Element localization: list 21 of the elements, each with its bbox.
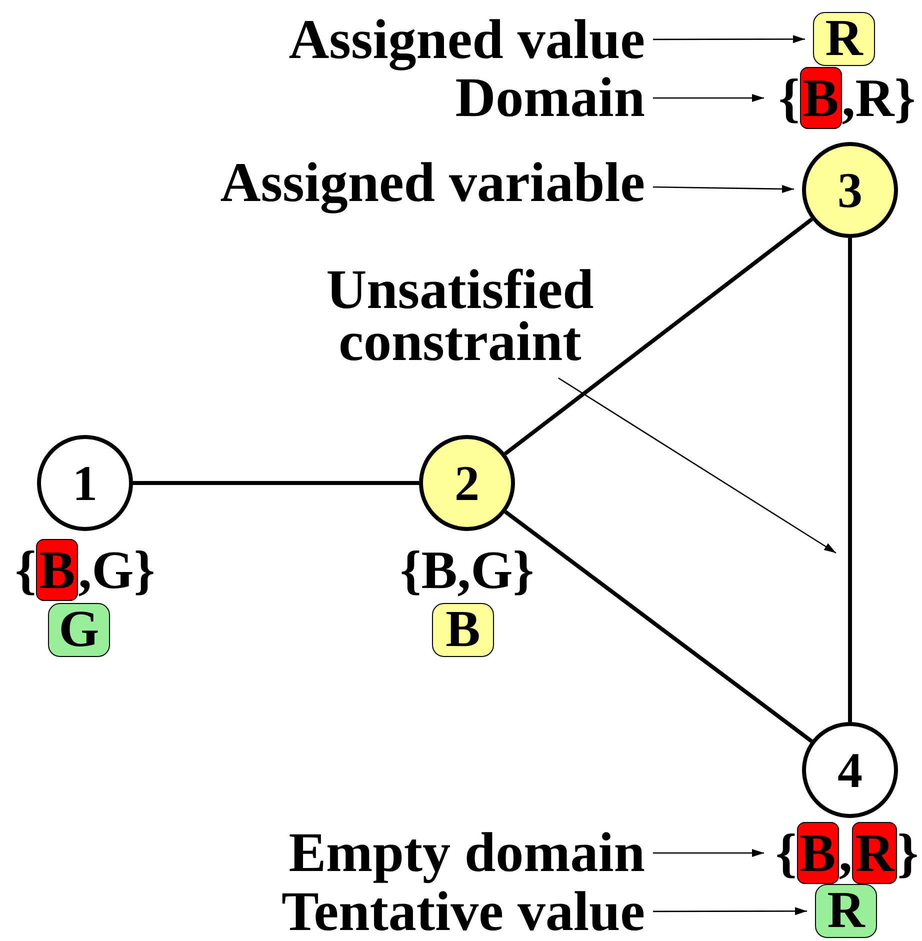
constraint-line: [848, 238, 852, 722]
arrow: [653, 35, 805, 44]
annotation-label: Assigned value: [288, 12, 645, 68]
arrow: [653, 907, 807, 916]
constraint-line: [504, 218, 814, 456]
value-chip: G: [48, 603, 110, 657]
value-chip: R: [813, 12, 875, 66]
value-chip: B: [432, 603, 494, 657]
arrow: [653, 94, 764, 102]
arrow: [653, 849, 764, 857]
constraint-line: [133, 481, 419, 485]
annotation-label: Unsatisfied constraint: [325, 264, 595, 368]
annotation-label: Assigned variable: [220, 155, 645, 211]
value-chip: R: [815, 884, 877, 938]
annotation-label: Empty domain: [288, 825, 645, 881]
domain-set: {B,G}: [400, 543, 534, 597]
annotation-label: Tentative value: [282, 884, 645, 940]
arrow: [653, 184, 794, 193]
annotation-label: Domain: [455, 70, 645, 126]
constraint-line: [504, 510, 813, 743]
leader-arrow: [558, 377, 836, 554]
